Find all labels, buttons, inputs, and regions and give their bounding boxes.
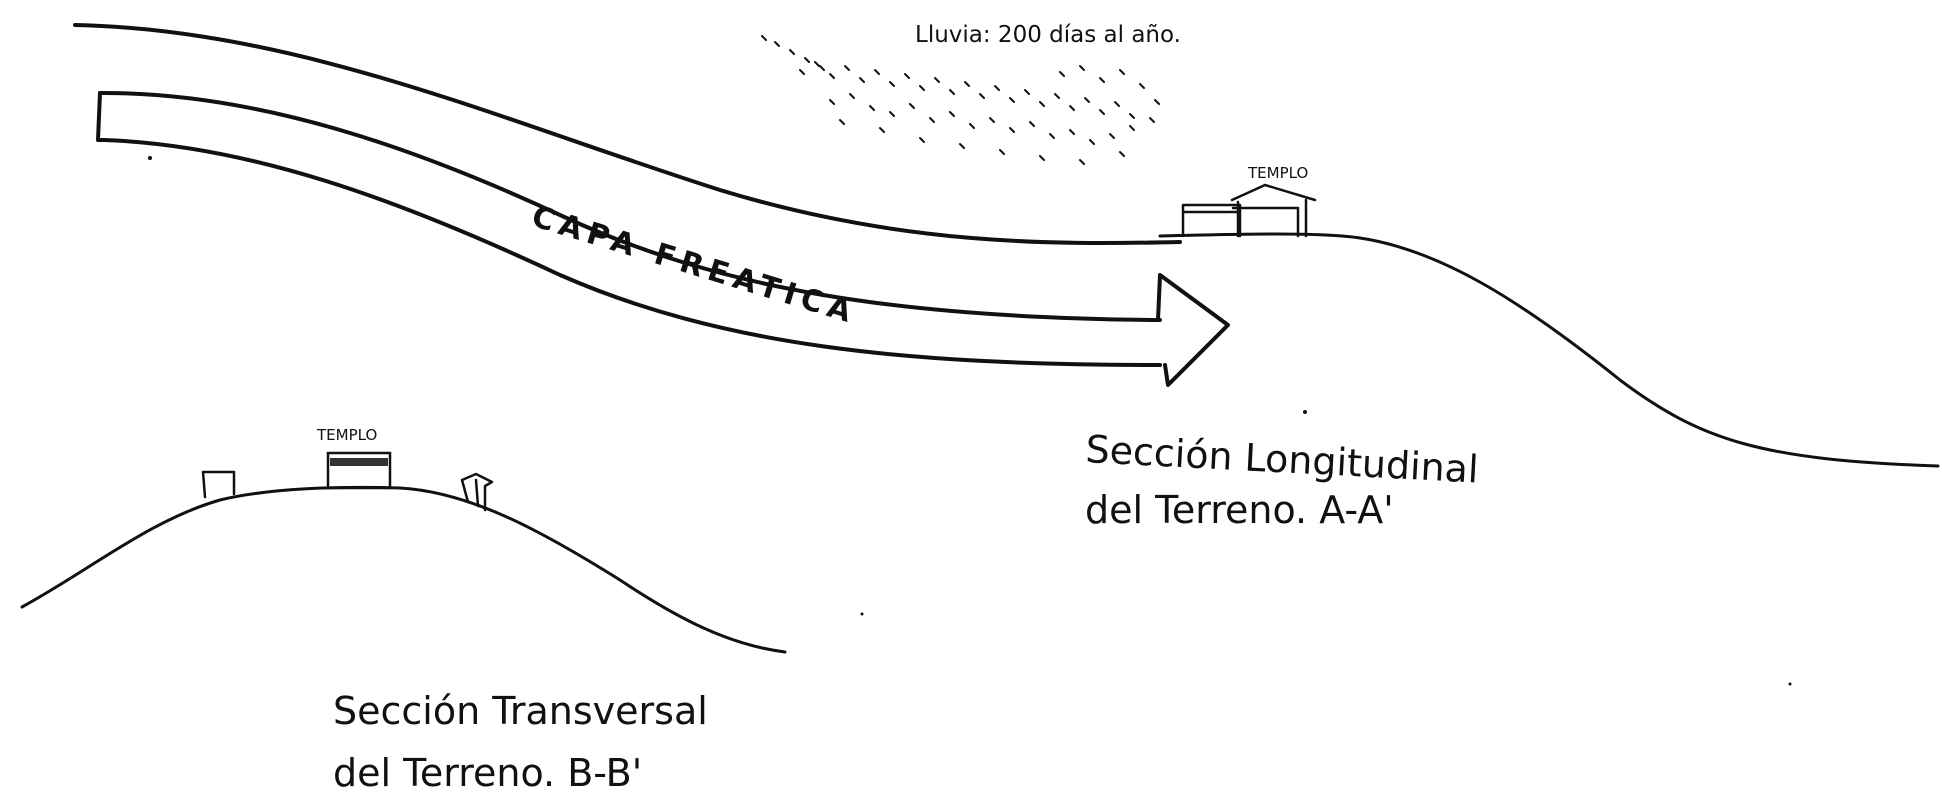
longitudinal-title-line1: Sección Longitudinal bbox=[1085, 427, 1480, 492]
rain-label: Lluvia: 200 días al año. bbox=[915, 22, 1181, 48]
water-table-arrow: CAPA FREATICA bbox=[73, 23, 1230, 387]
transversal-temple: TEMPLO bbox=[316, 426, 392, 490]
water-table-top-edge bbox=[73, 23, 1182, 246]
transversal-title-line1: Sección Transversal bbox=[333, 689, 708, 733]
water-table-arrow-head bbox=[1156, 273, 1230, 387]
transversal-title-line2: del Terreno. B-B' bbox=[333, 751, 642, 795]
house-right-icon bbox=[460, 472, 494, 512]
transversal-temple-roof-band bbox=[330, 458, 388, 466]
water-table-left-end bbox=[96, 91, 106, 142]
transversal-temple-label: TEMPLO bbox=[316, 426, 377, 444]
transversal-terrain: TEMPLO Sección Transversal del Terreno. … bbox=[20, 426, 787, 795]
rain-area: Lluvia: 200 días al año. bbox=[761, 22, 1181, 165]
rain-drops bbox=[761, 35, 1160, 165]
water-table-band-bottom bbox=[102, 138, 1162, 367]
house-left-icon bbox=[201, 470, 236, 499]
transversal-temple-icon bbox=[326, 451, 392, 490]
longitudinal-temple-icon bbox=[1181, 183, 1317, 238]
stray-marks bbox=[148, 156, 1792, 686]
transversal-ground-line bbox=[20, 485, 787, 654]
water-table-band-top bbox=[98, 90, 1162, 322]
water-table-label: CAPA FREATICA bbox=[528, 199, 861, 331]
longitudinal-title-line2: del Terreno. A-A' bbox=[1085, 488, 1394, 532]
longitudinal-temple-label: TEMPLO bbox=[1247, 164, 1308, 182]
longitudinal-terrain: TEMPLO Sección Longitudinal del Terreno.… bbox=[1085, 164, 1940, 532]
longitudinal-temple: TEMPLO bbox=[1181, 164, 1317, 238]
longitudinal-ground-line bbox=[1158, 232, 1940, 468]
